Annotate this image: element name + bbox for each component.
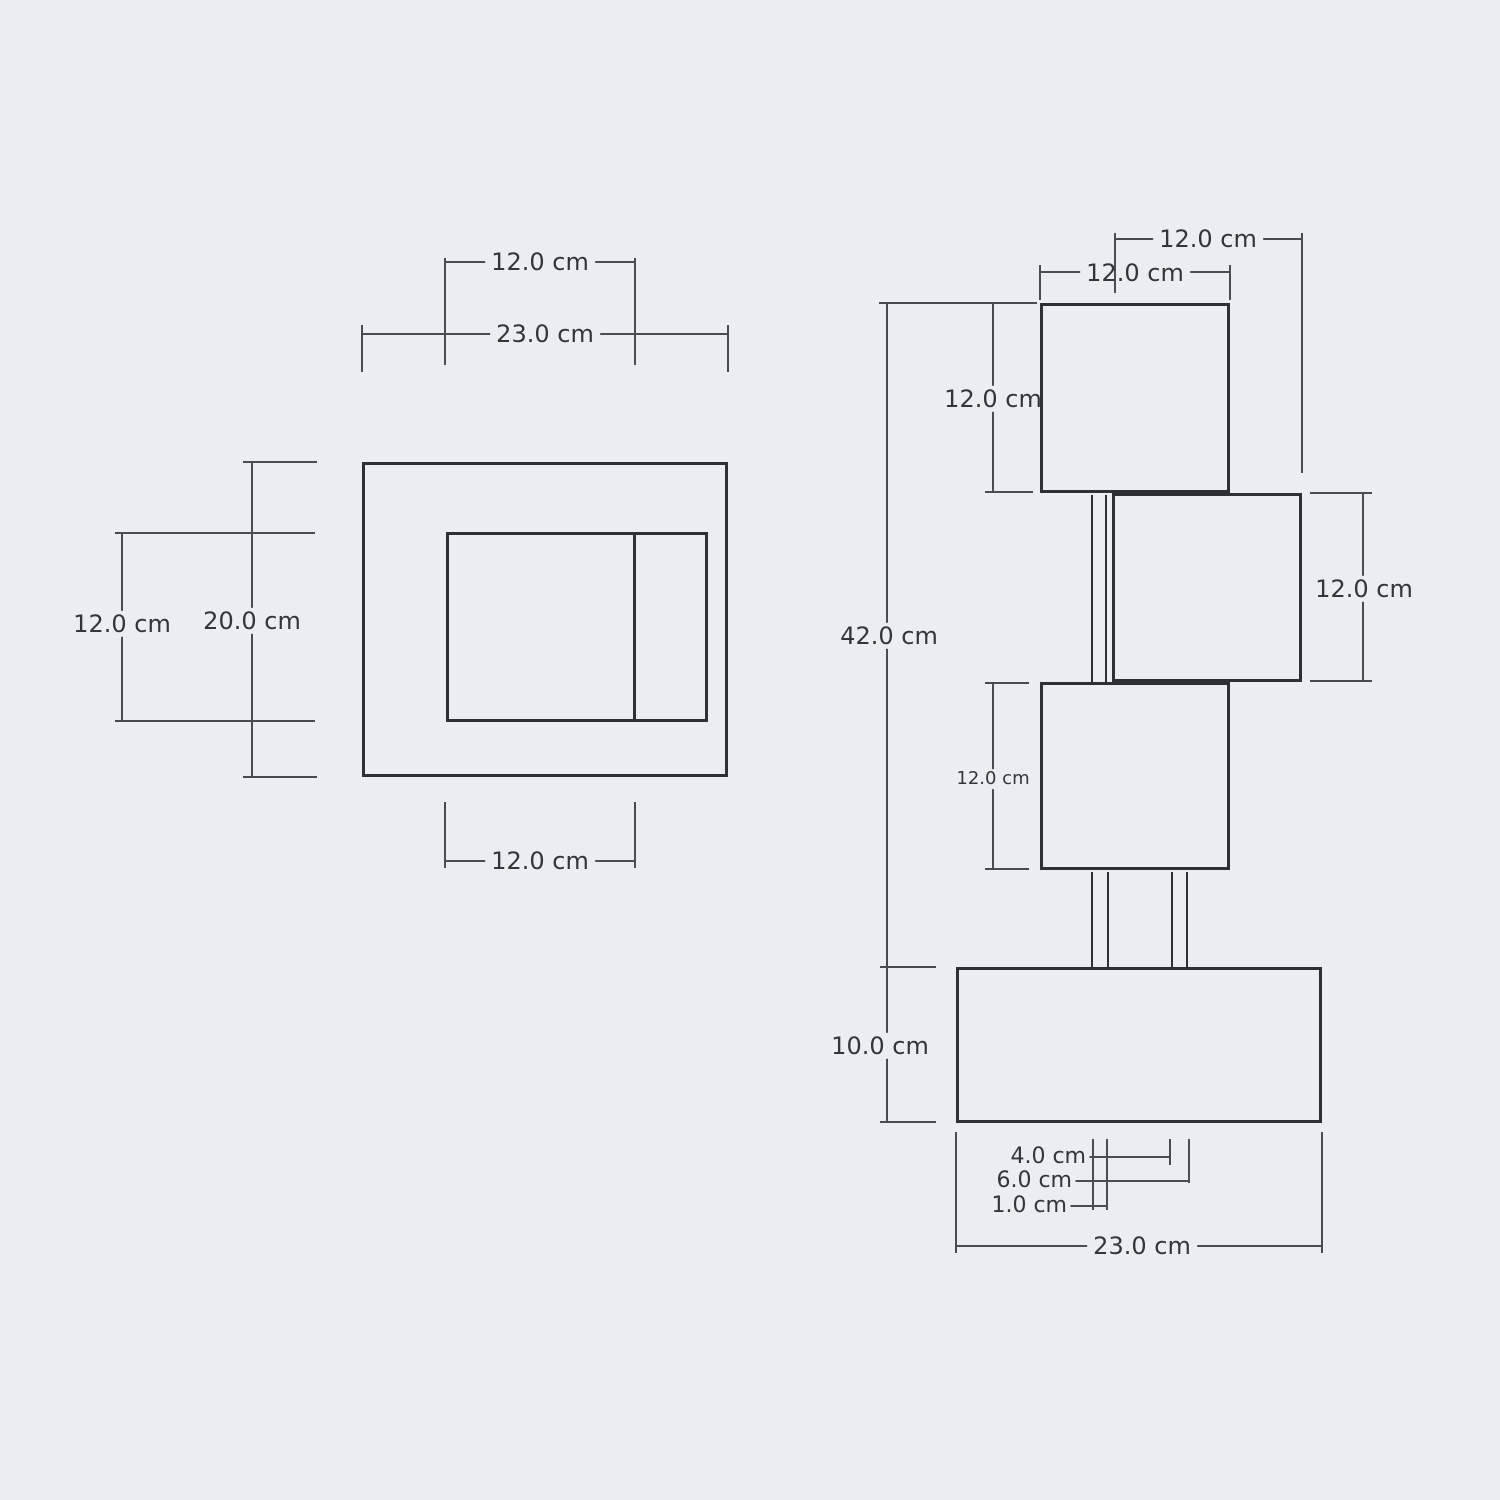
dim-top-shelf-width-cap-right	[1229, 265, 1231, 300]
dim-plan-outer-width-cap-left	[361, 325, 363, 372]
dim-label-plan-outer-height: 20.0 cm	[197, 607, 307, 634]
dim-plan-inner-width-bottom-cap-left	[444, 802, 446, 868]
upper-rod-right-edge	[1105, 495, 1107, 682]
dim-plan-inner-width-bottom-cap-right	[634, 802, 636, 868]
dim-label-base-height: 10.0 cm	[825, 1032, 935, 1059]
dim-label-plan-inner-width-bottom: 12.0 cm	[485, 847, 595, 874]
dim-plan-outer-height-cap-top	[243, 461, 317, 463]
lower-rod1-left-edge	[1091, 872, 1093, 967]
dim-middle-shelf-height-cap-bottom	[1310, 680, 1372, 682]
dim-plan-inner-width-top-cap-left	[444, 258, 446, 365]
dim-lower-shelf-height-cap-top	[985, 682, 1029, 684]
dim-label-rod-gap: 4.0 cm	[1004, 1144, 1089, 1170]
dim-rod-gap-line	[1089, 1156, 1170, 1158]
dim-label-plan-inner-width-top: 12.0 cm	[485, 248, 595, 275]
dim-base-width-cap-right	[1321, 1132, 1323, 1253]
front-top-shelf	[1040, 303, 1230, 493]
shared-cap-top	[879, 302, 1037, 304]
dim-middle-shelf-width-cap-left	[1114, 233, 1116, 293]
dim-rod-width-line	[1070, 1205, 1107, 1207]
dim-lower-shelf-height-cap-bottom	[985, 868, 1029, 870]
dim-plan-outer-width-cap-right	[727, 325, 729, 372]
dim-label-overall-height: 42.0 cm	[834, 622, 944, 649]
dim-label-base-width: 23.0 cm	[1087, 1232, 1197, 1259]
dim-label-middle-shelf-width: 12.0 cm	[1153, 225, 1263, 252]
plan-outer-rect	[362, 462, 728, 777]
dim-label-top-shelf-width: 12.0 cm	[1080, 259, 1190, 286]
dim-label-lower-shelf-height: 12.0 cm	[952, 769, 1034, 789]
dim-middle-shelf-width-cap-right	[1301, 233, 1303, 473]
lower-rod1-right-edge	[1107, 872, 1109, 967]
plan-divider-line	[633, 532, 636, 722]
dim-label-plan-outer-width: 23.0 cm	[490, 320, 600, 347]
plan-inner-rect	[446, 532, 708, 722]
dim-label-rod-span: 6.0 cm	[990, 1168, 1075, 1194]
dim-plan-inner-width-top-cap-right	[634, 258, 636, 365]
dim-rod-span-line	[1075, 1180, 1190, 1182]
rod2-left-extension	[1169, 1139, 1171, 1165]
rod1-right-extension	[1106, 1139, 1108, 1210]
lower-rod2-right-edge	[1186, 872, 1188, 967]
shared-cap-base-top	[880, 966, 936, 968]
dim-top-shelf-height-cap-bottom	[985, 491, 1033, 493]
dim-top-shelf-width-cap-left	[1039, 265, 1041, 300]
dim-plan-inner-height-cap-bottom	[115, 720, 315, 722]
dim-plan-inner-height-cap-top	[115, 532, 315, 534]
lower-rod2-left-edge	[1171, 872, 1173, 967]
dim-label-top-shelf-height: 12.0 cm	[938, 385, 1048, 412]
front-lower-shelf	[1040, 682, 1230, 870]
dim-plan-outer-height-cap-bottom	[243, 776, 317, 778]
dim-middle-shelf-height-cap-top	[1310, 492, 1372, 494]
dim-base-width-cap-left	[955, 1132, 957, 1253]
rod1-left-extension	[1092, 1139, 1094, 1210]
front-base	[956, 967, 1322, 1123]
rod2-right-extension	[1188, 1139, 1190, 1183]
upper-rod-left-edge	[1091, 495, 1093, 682]
dim-base-height-cap-bottom	[880, 1121, 936, 1123]
dim-label-plan-inner-height: 12.0 cm	[67, 610, 177, 637]
dim-label-rod-width: 1.0 cm	[985, 1193, 1070, 1219]
front-middle-shelf	[1112, 493, 1302, 682]
dim-label-middle-shelf-height: 12.0 cm	[1309, 575, 1419, 602]
